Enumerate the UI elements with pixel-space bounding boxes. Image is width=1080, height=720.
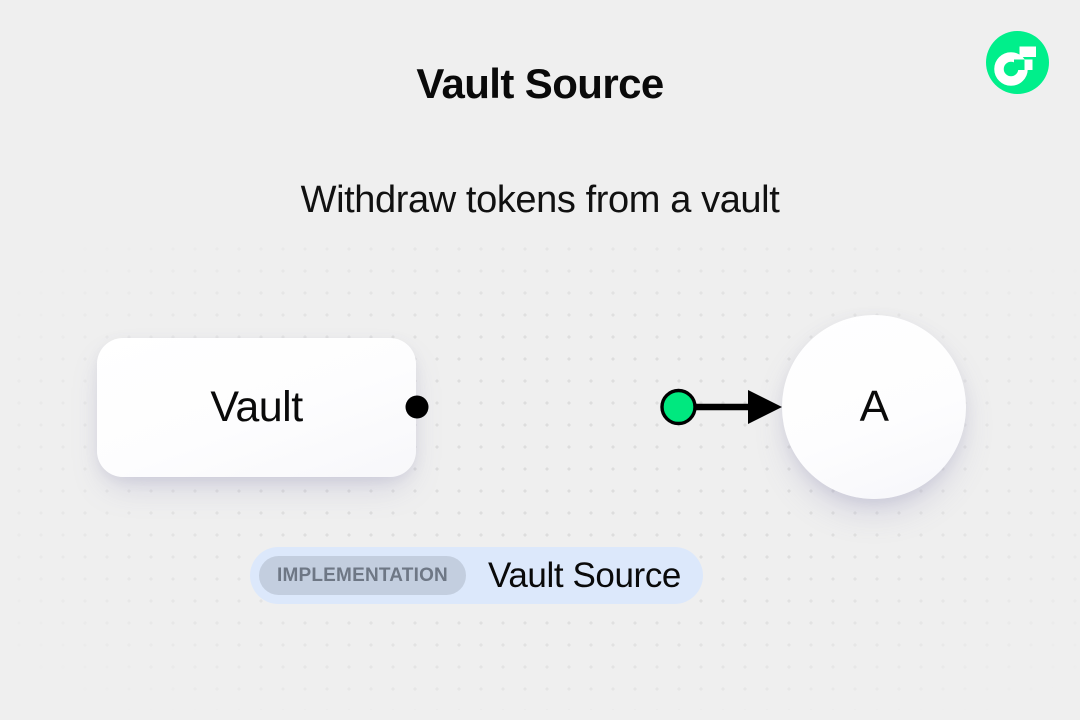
implementation-chip: IMPLEMENTATION [259, 556, 466, 595]
implementation-name: Vault Source [487, 555, 681, 595]
graph-node-a-label: A [859, 382, 889, 431]
flow-logo-mark [994, 46, 1036, 86]
graph-edge-arrowhead [748, 390, 782, 424]
implementation-badge: IMPLEMENTATION Vault Source [250, 547, 703, 604]
page-subtitle: Withdraw tokens from a vault [300, 179, 780, 221]
graph-edge-marker-node[interactable] [660, 388, 697, 426]
graph-node-vault[interactable]: Vault [97, 338, 416, 477]
implementation-chip-label: IMPLEMENTATION [277, 564, 448, 586]
page-title: Vault Source [416, 60, 664, 107]
flow-logo-icon [986, 31, 1049, 94]
graph-node-vault-label: Vault [210, 383, 303, 431]
graph-node-a[interactable]: A [782, 315, 966, 499]
